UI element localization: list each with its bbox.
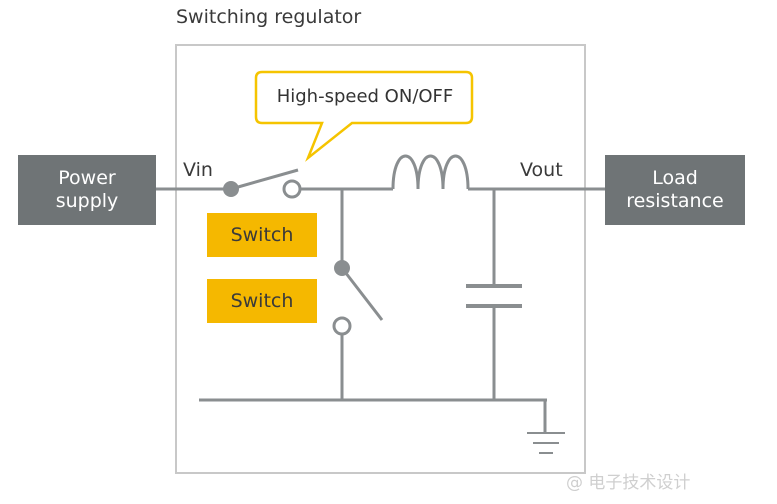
watermark: @ 电子技术设计 <box>566 473 691 493</box>
regulator-frame <box>175 44 586 474</box>
switch-tag-high: Switch <box>207 213 317 257</box>
inductor <box>391 154 470 190</box>
vout-label: Vout <box>520 159 563 181</box>
low-side-switch-contact <box>332 316 352 336</box>
callout-bubble <box>254 70 474 162</box>
load-resistance-block: Load resistance <box>605 155 745 225</box>
high-side-switch-arm <box>230 168 299 191</box>
regulator-title: Switching regulator <box>176 6 362 28</box>
power-supply-label-line1: Power <box>58 167 116 189</box>
power-supply-label-line2: supply <box>55 190 119 212</box>
callout-label: High-speed ON/OFF <box>276 86 454 107</box>
load-label-line2: resistance <box>626 190 724 212</box>
load-label-line1: Load <box>652 167 698 189</box>
high-side-switch-contact <box>282 179 302 199</box>
switch-tag-low: Switch <box>207 279 317 323</box>
power-supply-block: Power supply <box>18 155 156 225</box>
high-side-switch-pivot <box>223 181 239 197</box>
vin-label: Vin <box>183 159 213 181</box>
low-side-switch-arm <box>340 267 384 321</box>
